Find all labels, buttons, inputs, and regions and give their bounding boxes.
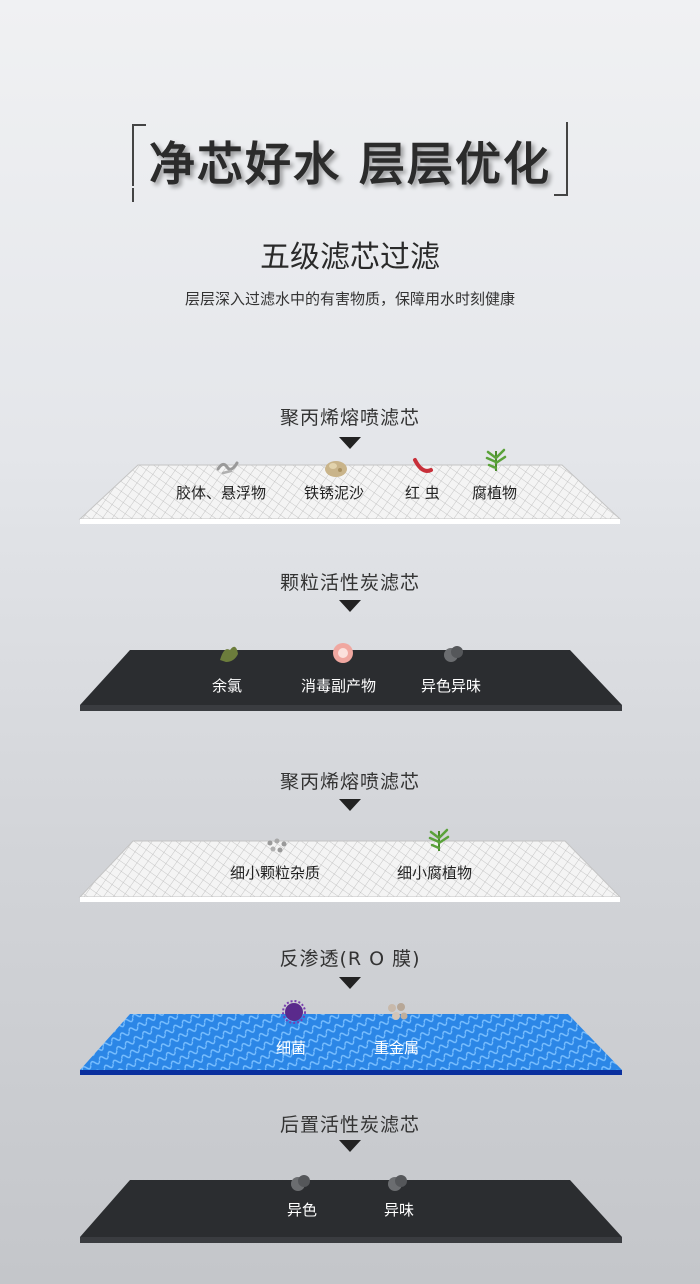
bracket-right (554, 122, 568, 196)
smell-icon (388, 1175, 407, 1191)
stage-2-layer (80, 650, 622, 711)
red-worm-icon (413, 458, 433, 473)
stage-3-arrow (339, 799, 361, 811)
headline-block: 净芯好水 层层优化 (0, 118, 700, 202)
particle-icon (267, 838, 287, 853)
plant-icon (485, 448, 507, 471)
stage-1-item-4: 腐植物 (472, 484, 518, 502)
rust-sand-icon (325, 461, 347, 477)
stage-3-item-2: 细小腐植物 (397, 864, 473, 882)
fine-plant-icon (428, 828, 450, 851)
stage-3-title: 聚丙烯熔喷滤芯 (279, 771, 420, 793)
byproduct-icon (333, 643, 353, 663)
stage-2-title: 颗粒活性炭滤芯 (279, 572, 420, 594)
stage-4-title: 反渗透(R O 膜) (279, 948, 421, 970)
colloid-icon (216, 461, 239, 475)
stage-2-item-1: 余氯 (212, 677, 243, 695)
stage-4-arrow (339, 977, 361, 989)
chlorine-icon (220, 646, 238, 662)
stage-1-item-2: 铁锈泥沙 (304, 484, 365, 502)
stage-2-arrow (339, 600, 361, 612)
stage-5-arrow (339, 1140, 361, 1152)
stage-5-layer (80, 1180, 622, 1243)
stage-1-title: 聚丙烯熔喷滤芯 (279, 407, 420, 429)
stage-5-item-1: 异色 (287, 1201, 318, 1219)
stage-5-title: 后置活性炭滤芯 (279, 1114, 420, 1136)
stage-1-item-3: 红 虫 (405, 484, 440, 502)
description: 层层深入过滤水中的有害物质，保障用水时刻健康 (184, 290, 515, 308)
stage-3-item-1: 细小颗粒杂质 (230, 864, 321, 882)
color-icon (291, 1175, 310, 1191)
bracket-left (132, 124, 146, 202)
stage-4-item-2: 重金属 (374, 1039, 420, 1057)
stage-2-item-2: 消毒副产物 (301, 677, 377, 695)
stage-4-item-1: 细菌 (276, 1039, 307, 1057)
subtitle: 五级滤芯过滤 (260, 240, 440, 275)
stage-5-item-2: 异味 (384, 1201, 415, 1219)
stage-1-layer (78, 464, 622, 524)
stage-3-layer (78, 840, 622, 902)
stage-2-item-3: 异色异味 (421, 677, 482, 695)
headline: 净芯好水 层层优化 (148, 137, 551, 191)
bacteria-icon (282, 1000, 306, 1024)
stage-1-arrow (339, 437, 361, 449)
stage-1-item-1: 胶体、悬浮物 (176, 484, 267, 502)
odor-icon (444, 646, 463, 662)
heavy-metal-icon (388, 1003, 408, 1020)
stage-4-layer (80, 1014, 622, 1075)
